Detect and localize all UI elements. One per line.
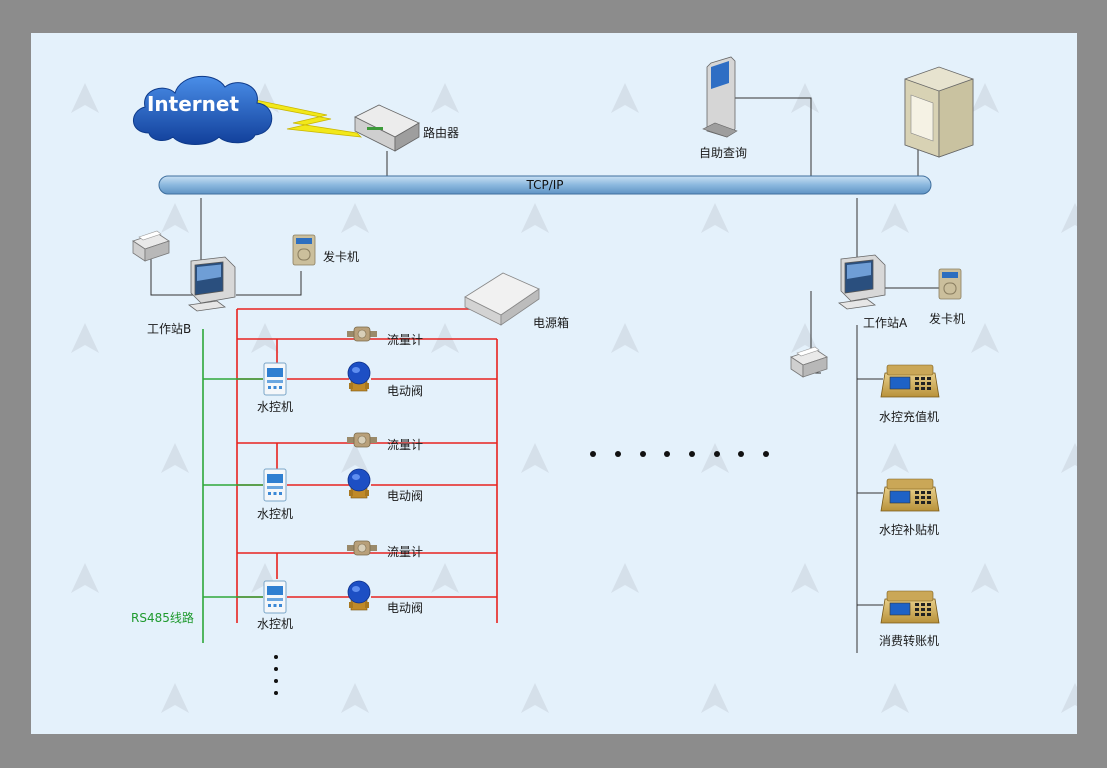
terminal-icon (880, 478, 940, 512)
card-reader-icon (292, 234, 316, 266)
router-icon (354, 104, 420, 152)
valve-icon (347, 361, 371, 392)
kiosk-label: 自助查询 (699, 146, 747, 160)
watermark-logo-icon (701, 203, 729, 233)
more-rows-ellipsis (274, 655, 278, 695)
printer-icon (132, 230, 170, 262)
watermark-logo-icon (71, 83, 99, 113)
water-row-2: 流量计 水控机 电动阀 (257, 432, 423, 521)
watermark-logo-icon (881, 683, 909, 713)
water-controller-label: 水控机 (257, 507, 293, 521)
watermark-logo-icon (251, 323, 279, 353)
watermark-logo-icon (71, 323, 99, 353)
watermark-logo-icon (431, 83, 459, 113)
power-box-icon (464, 272, 540, 326)
power-box-label: 电源箱 (533, 315, 569, 330)
terminal-label: 水控充值机 (879, 409, 939, 424)
water-controller-icon (263, 468, 287, 502)
internet-label: Internet (147, 92, 239, 116)
watermark-logo-icon (521, 683, 549, 713)
watermark-logo-icon (611, 323, 639, 353)
cloud-icon (133, 75, 273, 145)
watermark-logo-icon (701, 683, 729, 713)
power-lines (236, 308, 498, 623)
terminal-label: 水控补贴机 (879, 523, 939, 537)
rs485-lines (202, 329, 263, 643)
flowmeter-icon (346, 432, 378, 448)
system-diagram: TCP/IP Internet 路由器 自助查询 工作站B 发卡机 电源箱 (71, 56, 1077, 713)
flowmeter-label: 流量计 (387, 333, 423, 347)
terminal-label: 消费转账机 (879, 633, 939, 648)
card-issuer-a-label: 发卡机 (929, 311, 965, 326)
workstation-a-label: 工作站A (863, 316, 908, 330)
terminal-icon (880, 590, 940, 624)
watermark-logo-icon (341, 443, 369, 473)
water-row-3: 流量计 水控机 电动阀 (257, 540, 423, 631)
water-controller-label: 水控机 (257, 617, 293, 631)
flowmeter-label: 流量计 (387, 438, 423, 452)
tcpip-bus (158, 175, 932, 195)
router-label: 路由器 (423, 125, 459, 140)
watermark-logo-icon (431, 323, 459, 353)
water-controller-icon (263, 580, 287, 614)
more-sites-ellipsis (590, 451, 769, 457)
watermark-logo-icon (521, 443, 549, 473)
watermark-logo-icon (341, 683, 369, 713)
valve-label: 电动阀 (387, 489, 423, 503)
card-issuer-b-label: 发卡机 (323, 249, 359, 264)
watermark-layer (71, 83, 1077, 713)
watermark-logo-icon (431, 563, 459, 593)
water-controller-icon (263, 362, 287, 396)
watermark-logo-icon (971, 323, 999, 353)
computer-icon (188, 256, 236, 312)
water-controller-label: 水控机 (257, 400, 293, 414)
computer-icon (838, 254, 886, 310)
watermark-logo-icon (701, 443, 729, 473)
watermark-logo-icon (611, 83, 639, 113)
workstation-b-label: 工作站B (147, 322, 191, 336)
card-reader-icon (938, 268, 962, 300)
watermark-logo-icon (341, 203, 369, 233)
valve-label: 电动阀 (387, 601, 423, 615)
water-row-1: 流量计 水控机 电动阀 (257, 326, 423, 414)
watermark-logo-icon (971, 563, 999, 593)
rs485-label: RS485线路 (131, 610, 194, 625)
watermark-logo-icon (881, 443, 909, 473)
terminal-icon (880, 364, 940, 398)
printer-icon (790, 346, 828, 378)
watermark-logo-icon (161, 443, 189, 473)
watermark-logo-icon (71, 563, 99, 593)
watermark-logo-icon (1061, 683, 1077, 713)
valve-icon (347, 468, 371, 499)
watermark-logo-icon (881, 203, 909, 233)
kiosk-icon (702, 56, 738, 138)
watermark-logo-icon (971, 83, 999, 113)
diagram-canvas: TCP/IP Internet 路由器 自助查询 工作站B 发卡机 电源箱 (31, 33, 1077, 734)
valve-icon (347, 580, 371, 611)
watermark-logo-icon (791, 323, 819, 353)
flowmeter-label: 流量计 (387, 545, 423, 559)
server-icon (904, 66, 974, 158)
valve-label: 电动阀 (387, 384, 423, 398)
watermark-logo-icon (1061, 443, 1077, 473)
watermark-logo-icon (521, 203, 549, 233)
tcpip-bus-label: TCP/IP (525, 178, 563, 192)
watermark-logo-icon (611, 563, 639, 593)
watermark-logo-icon (161, 683, 189, 713)
watermark-logo-icon (161, 203, 189, 233)
watermark-logo-icon (791, 563, 819, 593)
watermark-logo-icon (1061, 203, 1077, 233)
